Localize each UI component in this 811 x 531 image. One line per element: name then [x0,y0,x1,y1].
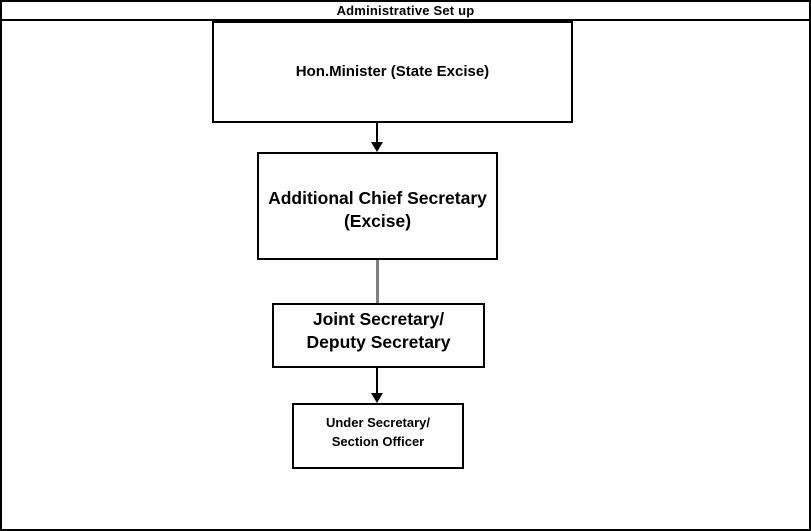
org-node-label: Hon.Minister (State Excise) [295,63,490,80]
diagram-title: Administrative Set up [336,3,475,18]
org-node-label: Under Secretary/ [325,415,431,430]
org-node-label: Section Officer [331,434,425,449]
org-node-label: (Excise) [343,211,412,231]
org-node-joint-deputy-secretary: Joint Secretary/ Deputy Secretary [272,303,485,368]
org-node-under-secretary-section-officer: Under Secretary/ Section Officer [292,403,464,469]
connector-minister-to-acs-line [376,123,378,143]
connector-joint-to-under-line [376,368,378,393]
org-node-hon-minister: Hon.Minister (State Excise) [212,21,573,123]
diagram-title-bar: Administrative Set up [2,2,809,21]
arrowhead-down-icon [371,393,383,403]
org-node-label: Joint Secretary/ [312,309,445,329]
arrowhead-down-icon [371,142,383,152]
org-node-label: Additional Chief Secretary [268,188,487,208]
org-node-label: Deputy Secretary [306,332,451,352]
org-node-additional-chief-secretary: Additional Chief Secretary (Excise) [257,152,498,260]
connector-acs-to-joint-line [376,260,379,303]
